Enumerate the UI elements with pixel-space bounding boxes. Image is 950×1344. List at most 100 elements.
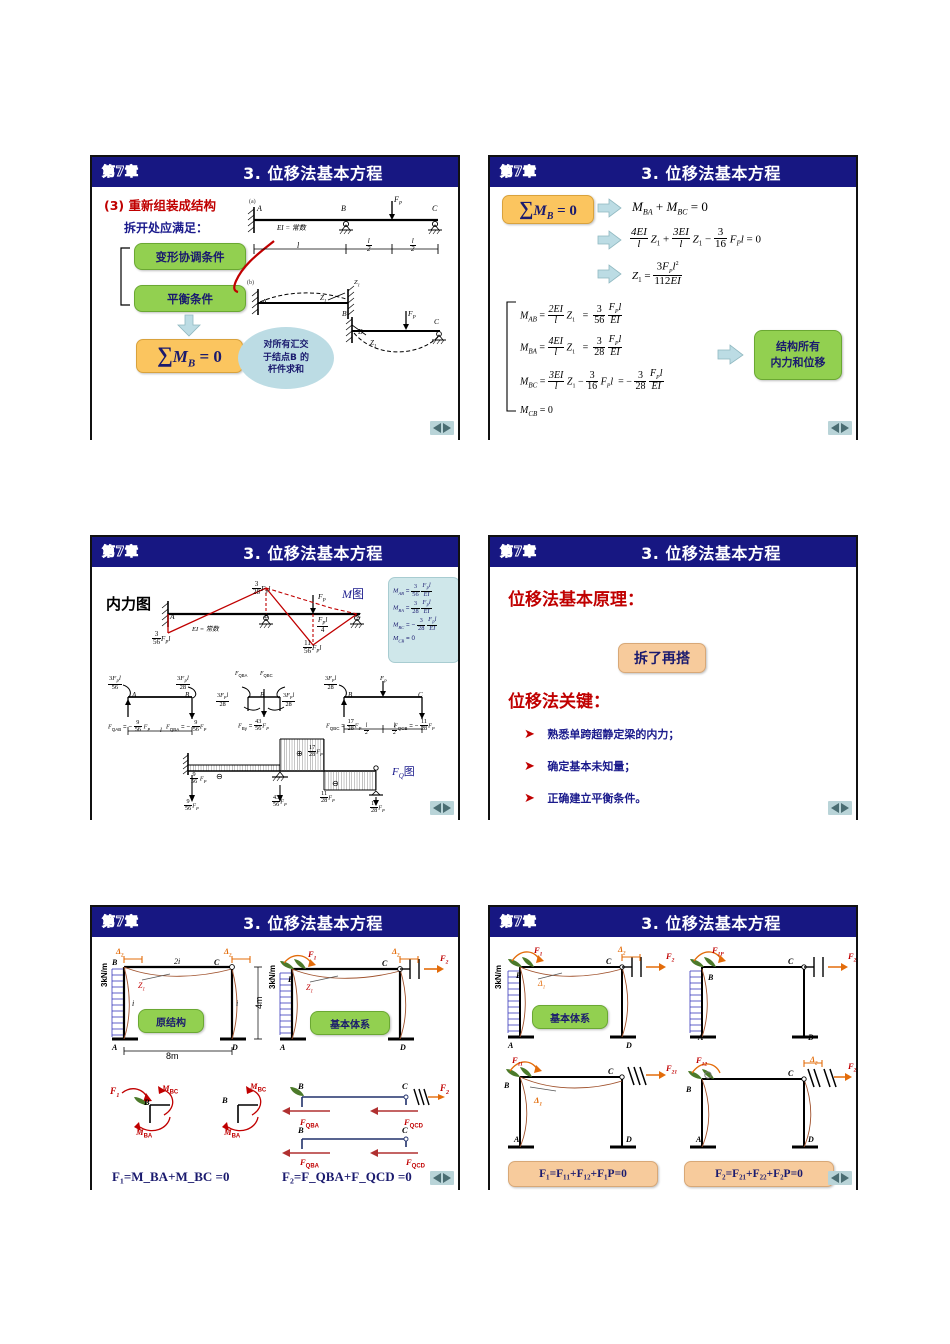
slide5-frame-basic bbox=[279, 955, 444, 1041]
slide-title: 3. 位移法基本方程 bbox=[641, 544, 781, 563]
slide5-f1-height-label: 4m bbox=[254, 996, 264, 1009]
chapter-label: 第7章 bbox=[500, 165, 537, 181]
slide-title: 3. 位移法基本方程 bbox=[243, 164, 383, 183]
slide3-fq-diagram bbox=[182, 738, 383, 806]
slide5-frame-original bbox=[111, 956, 262, 1055]
slide5-fbd3-F2: F2 bbox=[440, 1083, 450, 1096]
slide3-heading: 内力图 bbox=[106, 595, 152, 613]
slide6-fA-green-box: 基本体系 bbox=[532, 1005, 608, 1029]
nav-prev-icon[interactable] bbox=[433, 1173, 441, 1183]
nav-prev-icon[interactable] bbox=[831, 803, 839, 813]
slide1-orange-formula: ∑MB = 0 bbox=[136, 339, 243, 373]
slide-header: 第7章 3. 位移法基本方程 bbox=[92, 537, 458, 567]
slide1-red-pointer bbox=[233, 240, 275, 294]
slide3-fbd1-B: B bbox=[185, 691, 190, 699]
slide-2: 第7章 3. 位移法基本方程 ∑MB = 0 MBA + MBC = 0 4EI… bbox=[488, 155, 858, 440]
slide5-f1-node-C: C bbox=[214, 958, 220, 967]
slide2-result-4: MCB = 0 bbox=[520, 405, 553, 418]
slide6-fD-F22: F22 bbox=[848, 1061, 856, 1074]
slide5-fbd4-FQCD: FQCD bbox=[406, 1157, 426, 1170]
bullet-1-label: 熟悉单跨超静定梁的内力； bbox=[547, 728, 680, 741]
nav-controls[interactable] bbox=[430, 801, 454, 815]
slide1-b2-load: FP bbox=[408, 309, 416, 321]
slide1-node-B: B bbox=[341, 204, 346, 213]
slide5-fbd3-B: B bbox=[298, 1081, 304, 1091]
slide5-fbd4-C: C bbox=[402, 1125, 408, 1135]
slide4-bullet-3: ➤ 正确建立平衡条件。 bbox=[524, 789, 646, 807]
slide3-fbd1-span: l bbox=[160, 727, 162, 734]
slide3-fbd2-B: B bbox=[260, 691, 265, 699]
slide6-fC-node-D: D bbox=[626, 1135, 632, 1144]
green-box-1-label: 变形协调条件 bbox=[155, 249, 225, 264]
slide5-f1-node-B: B bbox=[112, 958, 118, 967]
slide1-span-l: l bbox=[297, 241, 300, 250]
slide5-f2-node-B: B bbox=[288, 975, 294, 984]
slide5-f1-col-stiffness-right: i bbox=[236, 999, 239, 1008]
slide2-arrow-3 bbox=[597, 264, 622, 284]
slide3-fq-label: FQ图 bbox=[392, 766, 415, 781]
nav-prev-icon[interactable] bbox=[433, 423, 441, 433]
nav-controls[interactable] bbox=[828, 801, 852, 815]
nav-next-icon[interactable] bbox=[443, 1173, 451, 1183]
slide1-b1-node-A: A bbox=[262, 297, 267, 306]
nav-controls[interactable] bbox=[828, 421, 852, 435]
slide1-beam-diagram-b1 bbox=[251, 285, 355, 319]
slide5-fbd1-MBC: MBC bbox=[162, 1083, 179, 1096]
slide5-fbd-moments-2 bbox=[222, 1086, 262, 1132]
slide3-node-C: C bbox=[356, 611, 362, 620]
slide3-ei-note: EI = 常数 bbox=[192, 626, 219, 633]
nav-prev-icon[interactable] bbox=[433, 803, 441, 813]
slide1-label-b: (b) bbox=[247, 280, 254, 286]
slide5-f1-green-box: 原结构 bbox=[138, 1009, 204, 1033]
slide1-b1-Z1b: Z1 bbox=[354, 279, 360, 288]
slide1-b1-Z1: Z1 bbox=[320, 294, 327, 305]
slide3-node-A: A bbox=[170, 612, 175, 621]
slide5-f2-disp: Δ2 bbox=[392, 947, 400, 959]
slide-6: 第7章 3. 位移法基本方程 bbox=[488, 905, 858, 1190]
slide5-f1-node-D: D bbox=[232, 1043, 238, 1052]
nav-controls[interactable] bbox=[828, 1171, 852, 1185]
nav-next-icon[interactable] bbox=[841, 803, 849, 813]
chapter-label: 第7章 bbox=[500, 915, 537, 931]
slide5-equation-1: F₁=M_BA+M_BC =0 bbox=[112, 1169, 230, 1184]
slide-title: 3. 位移法基本方程 bbox=[243, 914, 383, 933]
nav-next-icon[interactable] bbox=[841, 1173, 849, 1183]
slide3-fbd1-A: A bbox=[132, 691, 137, 699]
nav-next-icon[interactable] bbox=[841, 423, 849, 433]
slide6-fA-disp-2: Δ2 bbox=[618, 945, 626, 957]
nav-next-icon[interactable] bbox=[443, 803, 451, 813]
nav-controls[interactable] bbox=[430, 421, 454, 435]
equation-2-label: F₂=F₂₁+F₂₂+F₂P=0 bbox=[715, 1168, 803, 1180]
nav-prev-icon[interactable] bbox=[831, 1173, 839, 1183]
nav-next-icon[interactable] bbox=[443, 423, 451, 433]
slide2-orange-formula: ∑MB = 0 bbox=[502, 195, 594, 224]
slide5-f1-disp-right: Δ2 bbox=[224, 947, 232, 959]
slide3-fbd3-B: B bbox=[348, 691, 353, 699]
nav-prev-icon[interactable] bbox=[831, 423, 839, 433]
slide5-f1-beam-stiffness: 2i bbox=[174, 957, 181, 966]
slide5-fbd3-FQBA: FQBA bbox=[300, 1117, 320, 1130]
slide3-fq-sign-1: ⊖ bbox=[216, 772, 223, 781]
nav-controls[interactable] bbox=[430, 1171, 454, 1185]
slide4-bullet-1: ➤ 熟悉单跨超静定梁的内力； bbox=[524, 725, 679, 743]
slide1-label-a: (a) bbox=[249, 199, 256, 205]
slide1-heading: (3) 重新组装成结构 bbox=[104, 198, 216, 213]
slide-title: 3. 位移法基本方程 bbox=[641, 164, 781, 183]
